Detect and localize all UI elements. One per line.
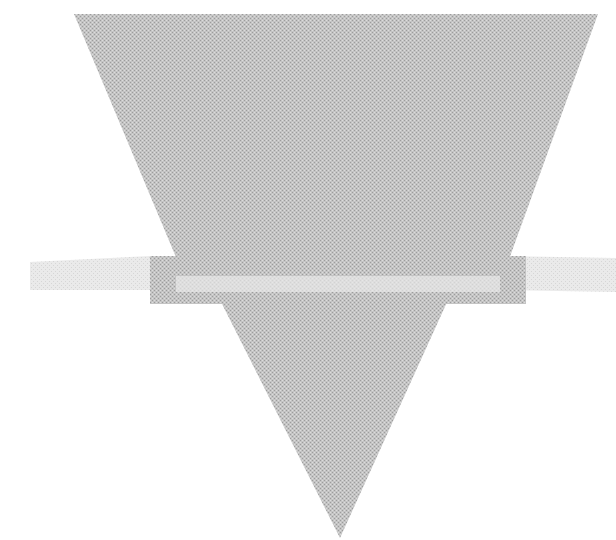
center-band-highlight — [176, 276, 500, 292]
ribbon-left-tail — [30, 256, 150, 290]
